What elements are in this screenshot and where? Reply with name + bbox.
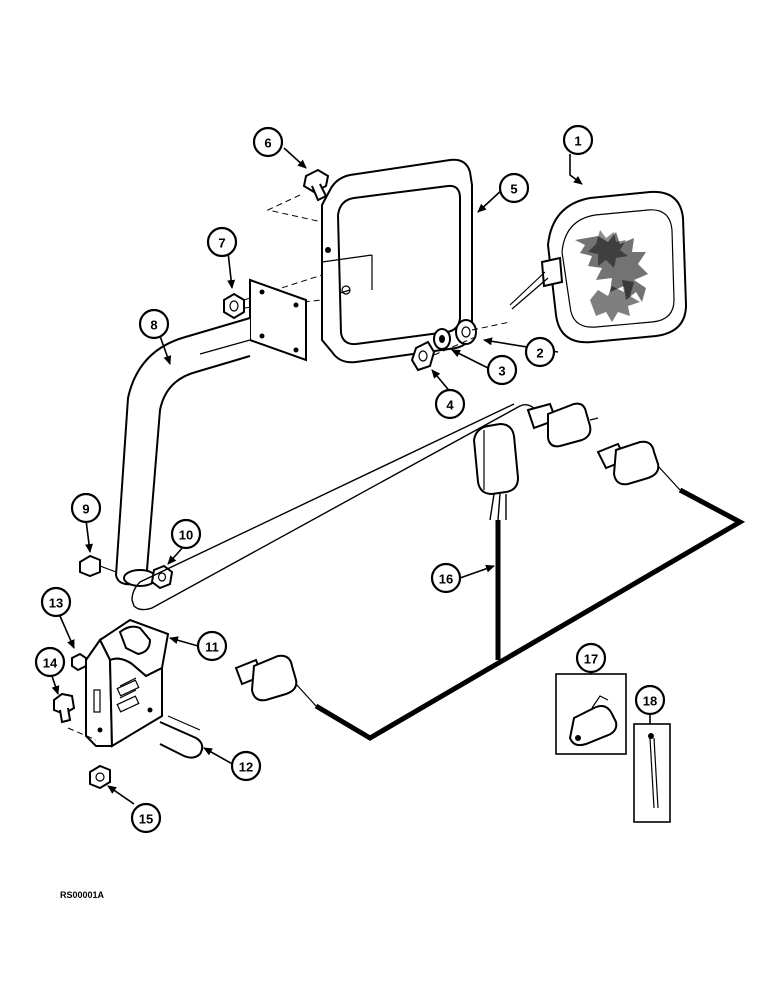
washer-flat <box>455 319 477 345</box>
callout-17-label: 17 <box>584 652 598 667</box>
callout-15: 15 <box>130 802 162 834</box>
washer-lock <box>433 328 451 350</box>
callout-6-label: 6 <box>264 136 271 151</box>
callout-5-label: 5 <box>510 182 517 197</box>
nut-small <box>71 652 87 672</box>
callout-3: 3 <box>486 354 518 386</box>
callout-13-label: 13 <box>49 596 63 611</box>
callout-11-label: 11 <box>205 640 219 655</box>
mounting-bracket <box>85 618 170 748</box>
connector-lower <box>234 654 317 707</box>
callout-2: 2 <box>524 336 556 368</box>
wire-harness <box>314 487 746 741</box>
callout-12-label: 12 <box>239 760 253 775</box>
callout-4-label: 4 <box>446 398 454 413</box>
callout-14-label: 14 <box>43 656 58 671</box>
callout-7-label: 7 <box>218 236 225 251</box>
callout-3-label: 3 <box>498 364 505 379</box>
nut-bottom <box>89 764 111 790</box>
bolt-bracket <box>53 692 97 741</box>
callout-15-label: 15 <box>139 812 153 827</box>
light-housing <box>321 158 473 364</box>
nut-mount <box>223 292 245 320</box>
callout-13: 13 <box>40 586 72 618</box>
hex-nut <box>410 340 436 372</box>
figure-reference-code: RS00001A <box>60 890 105 900</box>
callout-11: 11 <box>196 630 228 662</box>
connector-center <box>472 422 520 521</box>
callout-16: 16 <box>430 562 462 594</box>
callout-9-label: 9 <box>82 502 89 517</box>
callout-14: 14 <box>34 646 66 678</box>
callout-8: 8 <box>138 308 170 340</box>
cable-tie-box <box>633 723 671 823</box>
callout-6: 6 <box>252 126 284 158</box>
callout-9: 9 <box>70 492 102 524</box>
callout-5: 5 <box>498 172 530 204</box>
callout-8-label: 8 <box>150 318 157 333</box>
nut-tube <box>150 564 174 590</box>
callout-7: 7 <box>206 226 238 258</box>
callout-10-label: 10 <box>179 528 193 543</box>
connector-upper-right <box>596 440 681 491</box>
bolt-tube <box>79 554 117 578</box>
callout-17: 17 <box>575 642 607 674</box>
callout-2-label: 2 <box>536 346 543 361</box>
callout-18: 18 <box>634 684 666 716</box>
callout-1-label: 1 <box>574 134 581 149</box>
connector-upper-left <box>526 402 599 448</box>
bolt-top <box>302 168 330 202</box>
callout-16-label: 16 <box>439 572 453 587</box>
lamp <box>509 190 688 344</box>
callout-10: 10 <box>170 518 202 550</box>
callout-12: 12 <box>230 750 262 782</box>
tube-bracket <box>114 278 307 587</box>
clamp-kit-box <box>555 673 627 755</box>
u-bolt <box>159 715 204 759</box>
callout-18-label: 18 <box>643 694 657 709</box>
callout-1: 1 <box>562 124 594 156</box>
callout-4: 4 <box>434 388 466 420</box>
